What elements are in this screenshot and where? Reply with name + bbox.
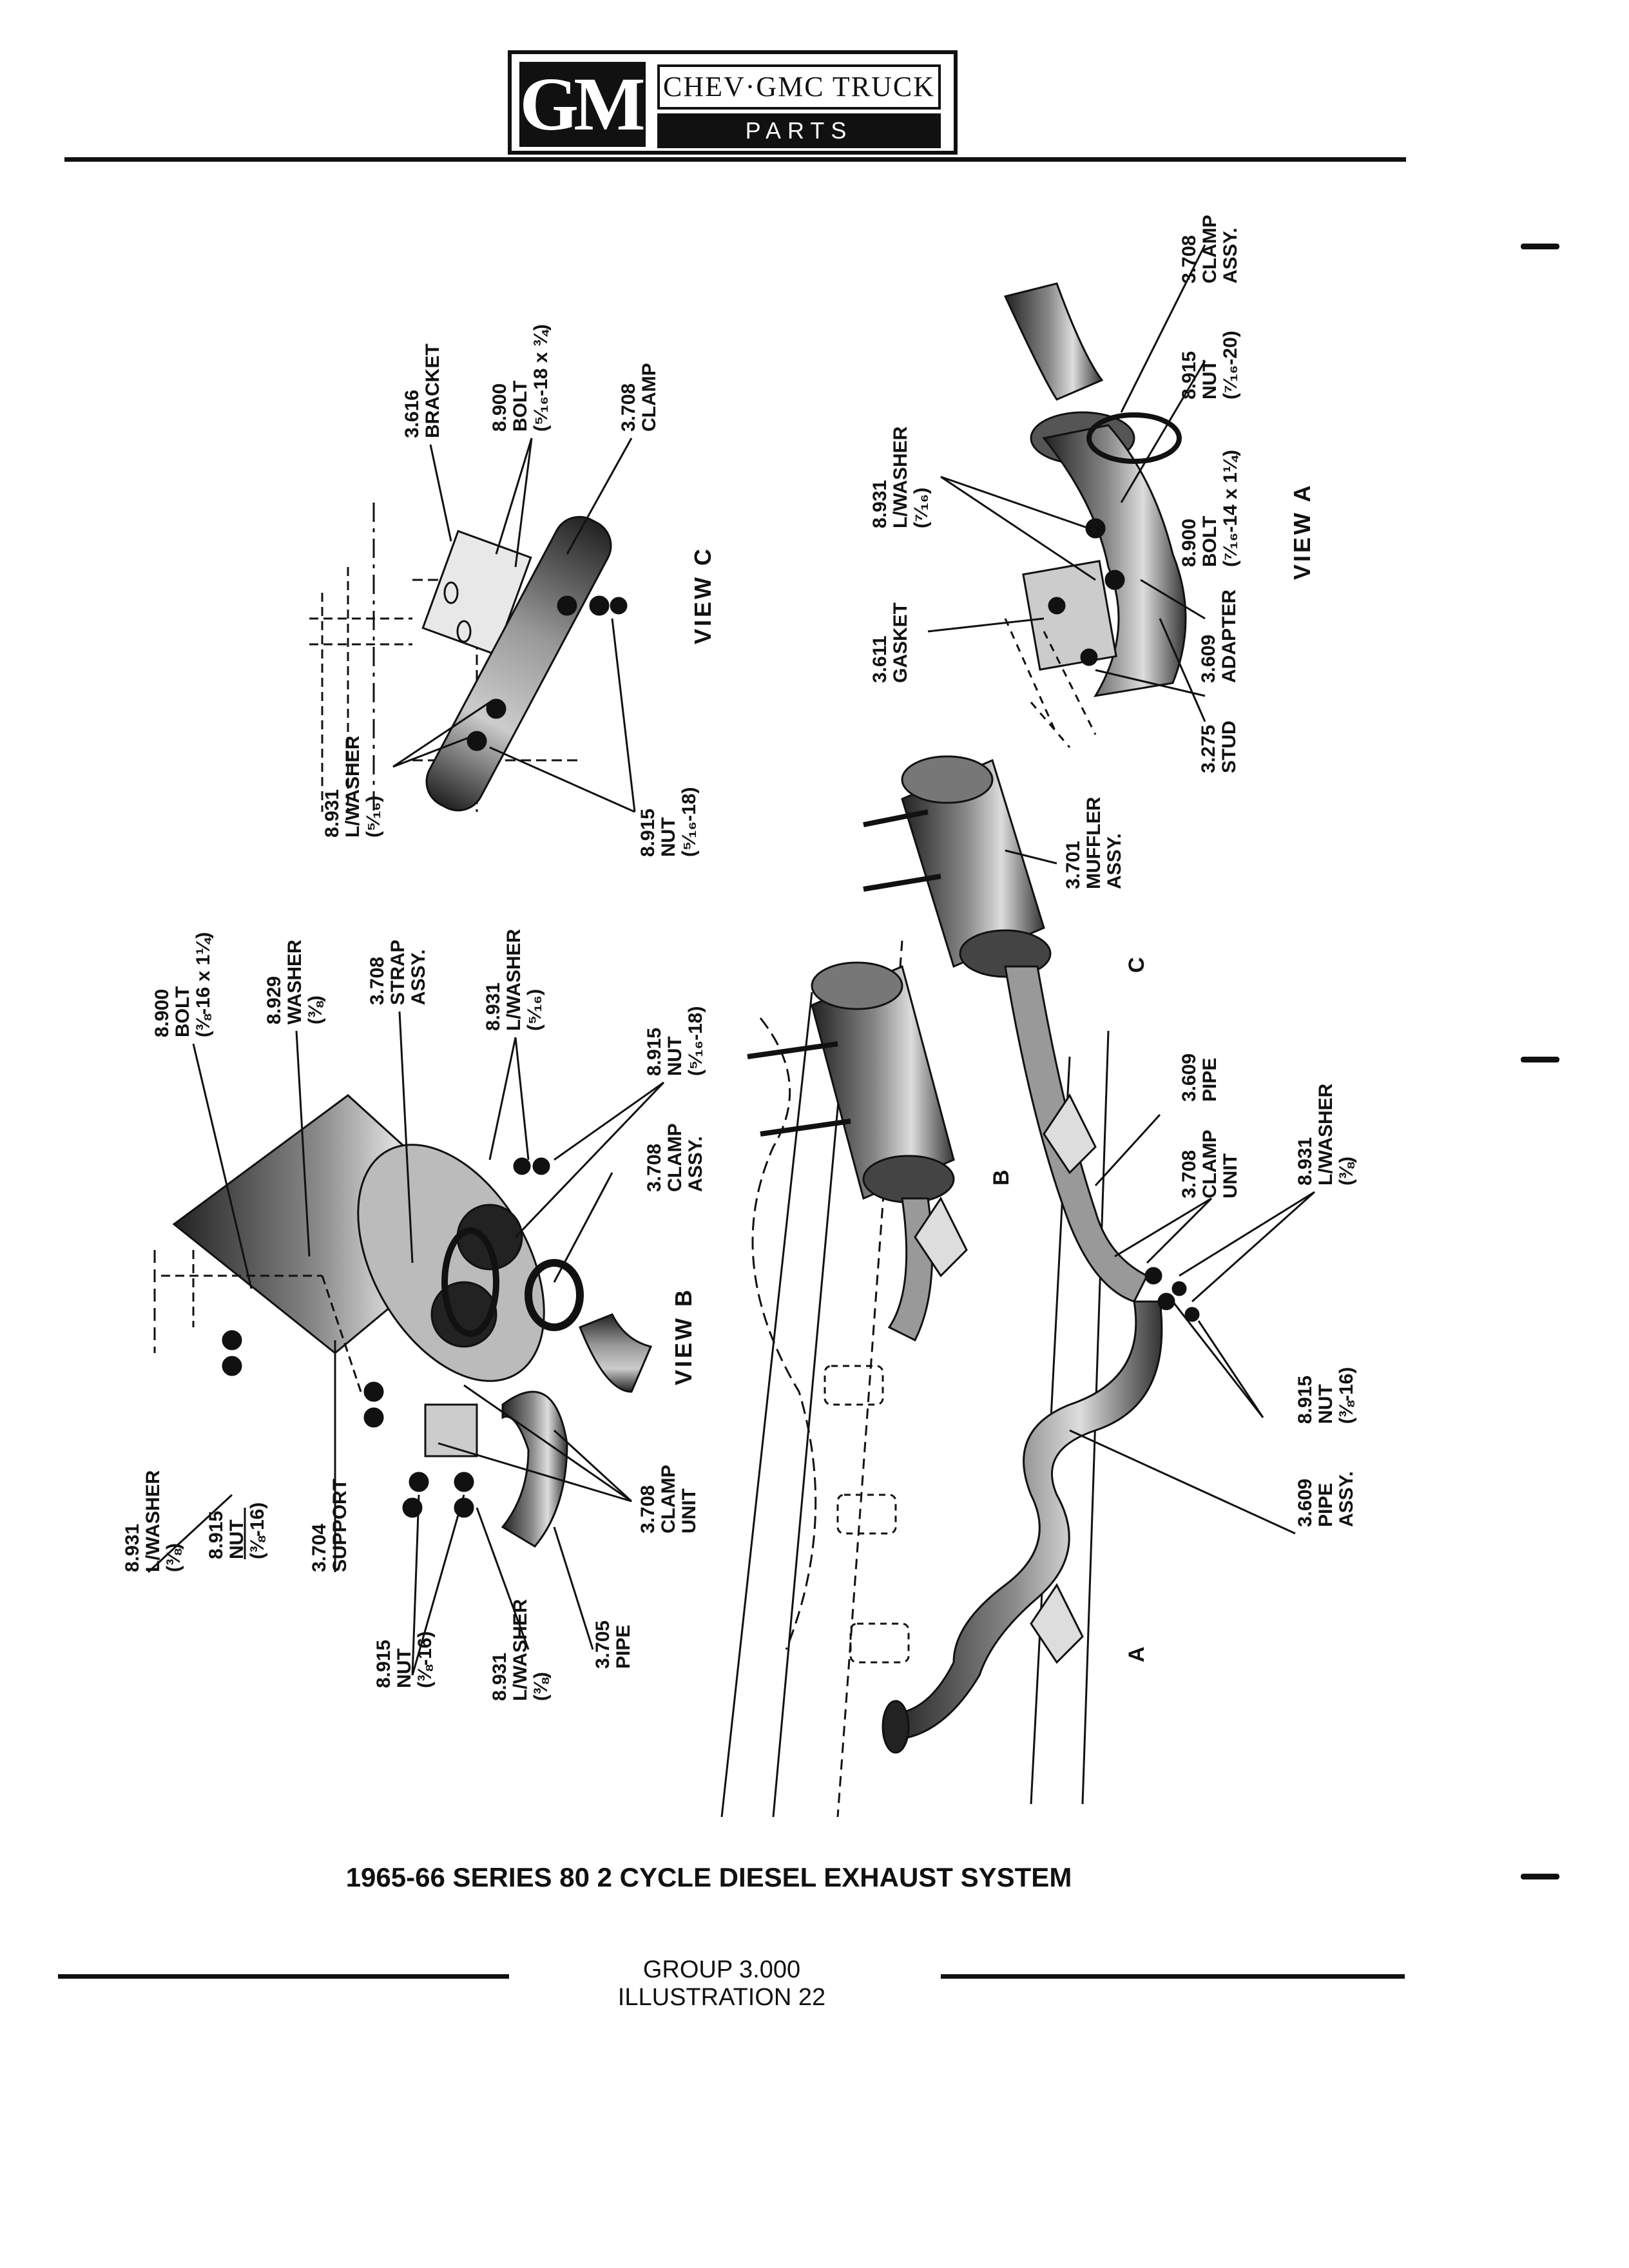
footer-rule-right	[941, 1974, 1405, 1979]
view-a-leaders	[927, 244, 1206, 722]
margin-mark	[1521, 1874, 1559, 1879]
header-rule	[64, 157, 1406, 162]
catalogue-header: GM CHEV·GMC TRUCK PARTS CATALOGUE	[0, 0, 1629, 178]
chassis-leaders	[1005, 849, 1316, 1535]
gm-logo: GM	[519, 62, 646, 147]
view-c-label: VIEW C	[689, 546, 716, 644]
view-c-leaders	[392, 437, 636, 813]
gm-logo-block: GM CHEV·GMC TRUCK PARTS CATALOGUE	[508, 50, 958, 178]
flag-a: A	[1124, 1646, 1149, 1662]
diagram-artwork	[147, 244, 1316, 1817]
margin-mark	[1521, 244, 1559, 249]
view-b-label: VIEW B	[670, 1287, 697, 1385]
footer-rule-left	[58, 1974, 509, 1979]
margin-mark	[1521, 1057, 1559, 1062]
brand-title: CHEV·GMC TRUCK	[657, 64, 941, 110]
view-a-art	[1003, 282, 1187, 748]
illustration-caption: 1965-66 SERIES 80 2 CYCLE DIESEL EXHAUST…	[345, 1862, 1072, 1892]
chassis-mufflers	[747, 755, 1200, 1754]
view-b-leaders	[147, 1011, 665, 1676]
flag-c: C	[1124, 957, 1149, 973]
view-b-art	[153, 1094, 653, 1548]
brand-subtitle: PARTS CATALOGUE	[657, 113, 941, 178]
flag-b: B	[989, 1169, 1014, 1186]
view-a-label: VIEW A	[1289, 483, 1315, 580]
illustration-reference: GROUP 3.000 ILLUSTRATION 22	[617, 1956, 826, 2011]
